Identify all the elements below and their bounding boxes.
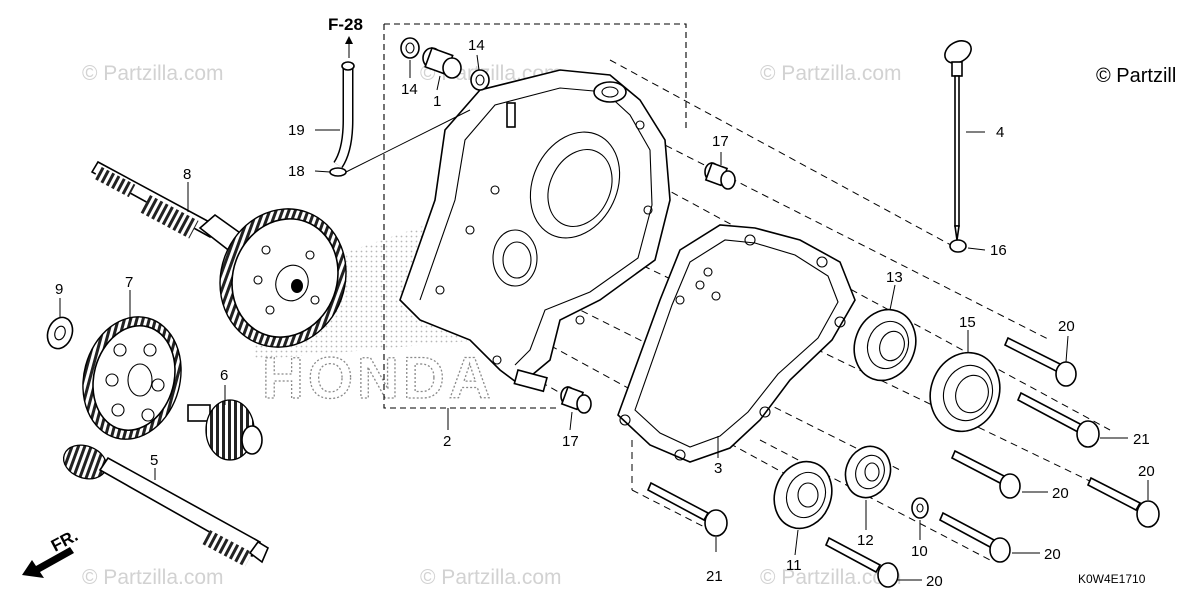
callout-20-e: 20 (926, 573, 943, 590)
part-bearing-13 (853, 308, 917, 382)
housing-frame (384, 23, 687, 130)
part-drive-shaft-5 (62, 444, 270, 567)
part-washer-10 (911, 497, 929, 519)
brand-notice: © Partzill (1096, 65, 1176, 87)
callout-12: 12 (857, 532, 874, 549)
part-washer-9 (46, 316, 74, 350)
watermark-text: © Partzilla.com (82, 566, 224, 589)
part-seal-14-right (470, 69, 490, 91)
callout-17-upper: 17 (712, 133, 729, 150)
part-oil-seal-15 (929, 351, 1001, 433)
callout-19: 19 (288, 122, 305, 139)
bolt-group (646, 336, 1160, 588)
front-direction-label: FR. (48, 526, 81, 556)
callout-20-a: 20 (1058, 318, 1075, 335)
part-bolt-21-b (646, 481, 728, 537)
part-gasket-3 (617, 224, 856, 463)
part-gear-6 (187, 399, 263, 461)
part-seal-14-left (400, 37, 420, 59)
callout-13: 13 (886, 269, 903, 286)
callout-11: 11 (786, 557, 802, 574)
callout-20-b: 20 (1052, 485, 1069, 502)
diagram-code: K0W4E1710 (1078, 572, 1146, 586)
watermark-text: © Partzilla.com (760, 62, 902, 85)
callout-21-b: 21 (706, 568, 723, 585)
part-bolt-20-b (950, 449, 1021, 499)
reference-f28: F-28 (328, 15, 363, 58)
callout-labels: 1 2 3 4 5 6 7 8 9 10 11 12 13 14 14 15 1… (55, 37, 1155, 590)
callout-2: 2 (443, 433, 451, 450)
part-breather-hose-19 (333, 61, 355, 169)
part-bearing-12 (844, 445, 892, 499)
part-final-gear-8 (219, 208, 347, 348)
part-collar-1 (422, 46, 462, 79)
part-countershaft-8 (90, 160, 252, 258)
part-dowel-17-lower (560, 385, 592, 414)
callout-14-right: 14 (468, 37, 485, 54)
part-o-ring-16 (949, 239, 967, 253)
callout-8: 8 (183, 166, 191, 183)
callout-16: 16 (990, 242, 1007, 259)
callout-9: 9 (55, 281, 63, 298)
part-bolt-20-c (1086, 476, 1160, 528)
front-arrow-icon (22, 547, 74, 578)
callout-17-lower: 17 (562, 433, 579, 450)
reference-label: F-28 (328, 15, 363, 34)
part-bolt-20-e (824, 536, 899, 588)
housing-frame (383, 24, 560, 409)
part-gear-7 (82, 316, 182, 440)
callout-4: 4 (996, 124, 1004, 141)
callout-14-left: 14 (401, 81, 418, 98)
watermark-text: © Partzilla.com (760, 566, 902, 589)
front-direction-indicator: FR. (22, 526, 81, 578)
callout-21-a: 21 (1133, 431, 1150, 448)
part-bolt-20-a (1003, 336, 1077, 387)
reference-arrow-icon (345, 36, 353, 44)
callout-3: 3 (714, 460, 722, 477)
callout-18: 18 (288, 163, 305, 180)
part-dowel-17-upper (704, 161, 736, 190)
callout-10: 10 (911, 543, 928, 560)
callout-20-d: 20 (1044, 546, 1061, 563)
callout-20-c: 20 (1138, 463, 1155, 480)
callout-1: 1 (433, 93, 441, 110)
watermark-text: © Partzilla.com (82, 62, 224, 85)
callout-15: 15 (959, 314, 976, 331)
part-bearing-11 (773, 460, 833, 530)
callout-6: 6 (220, 367, 228, 384)
part-bolt-20-d (938, 511, 1011, 563)
callout-5: 5 (150, 452, 158, 469)
part-bolt-21-a (1016, 391, 1100, 448)
part-dipstick-4 (944, 40, 972, 241)
part-transmission-case-2 (399, 69, 671, 393)
watermark-text: © Partzilla.com (420, 566, 562, 589)
leader-lines (59, 54, 1149, 581)
callout-7: 7 (125, 274, 133, 291)
honda-watermark-text: HONDA (262, 346, 495, 411)
